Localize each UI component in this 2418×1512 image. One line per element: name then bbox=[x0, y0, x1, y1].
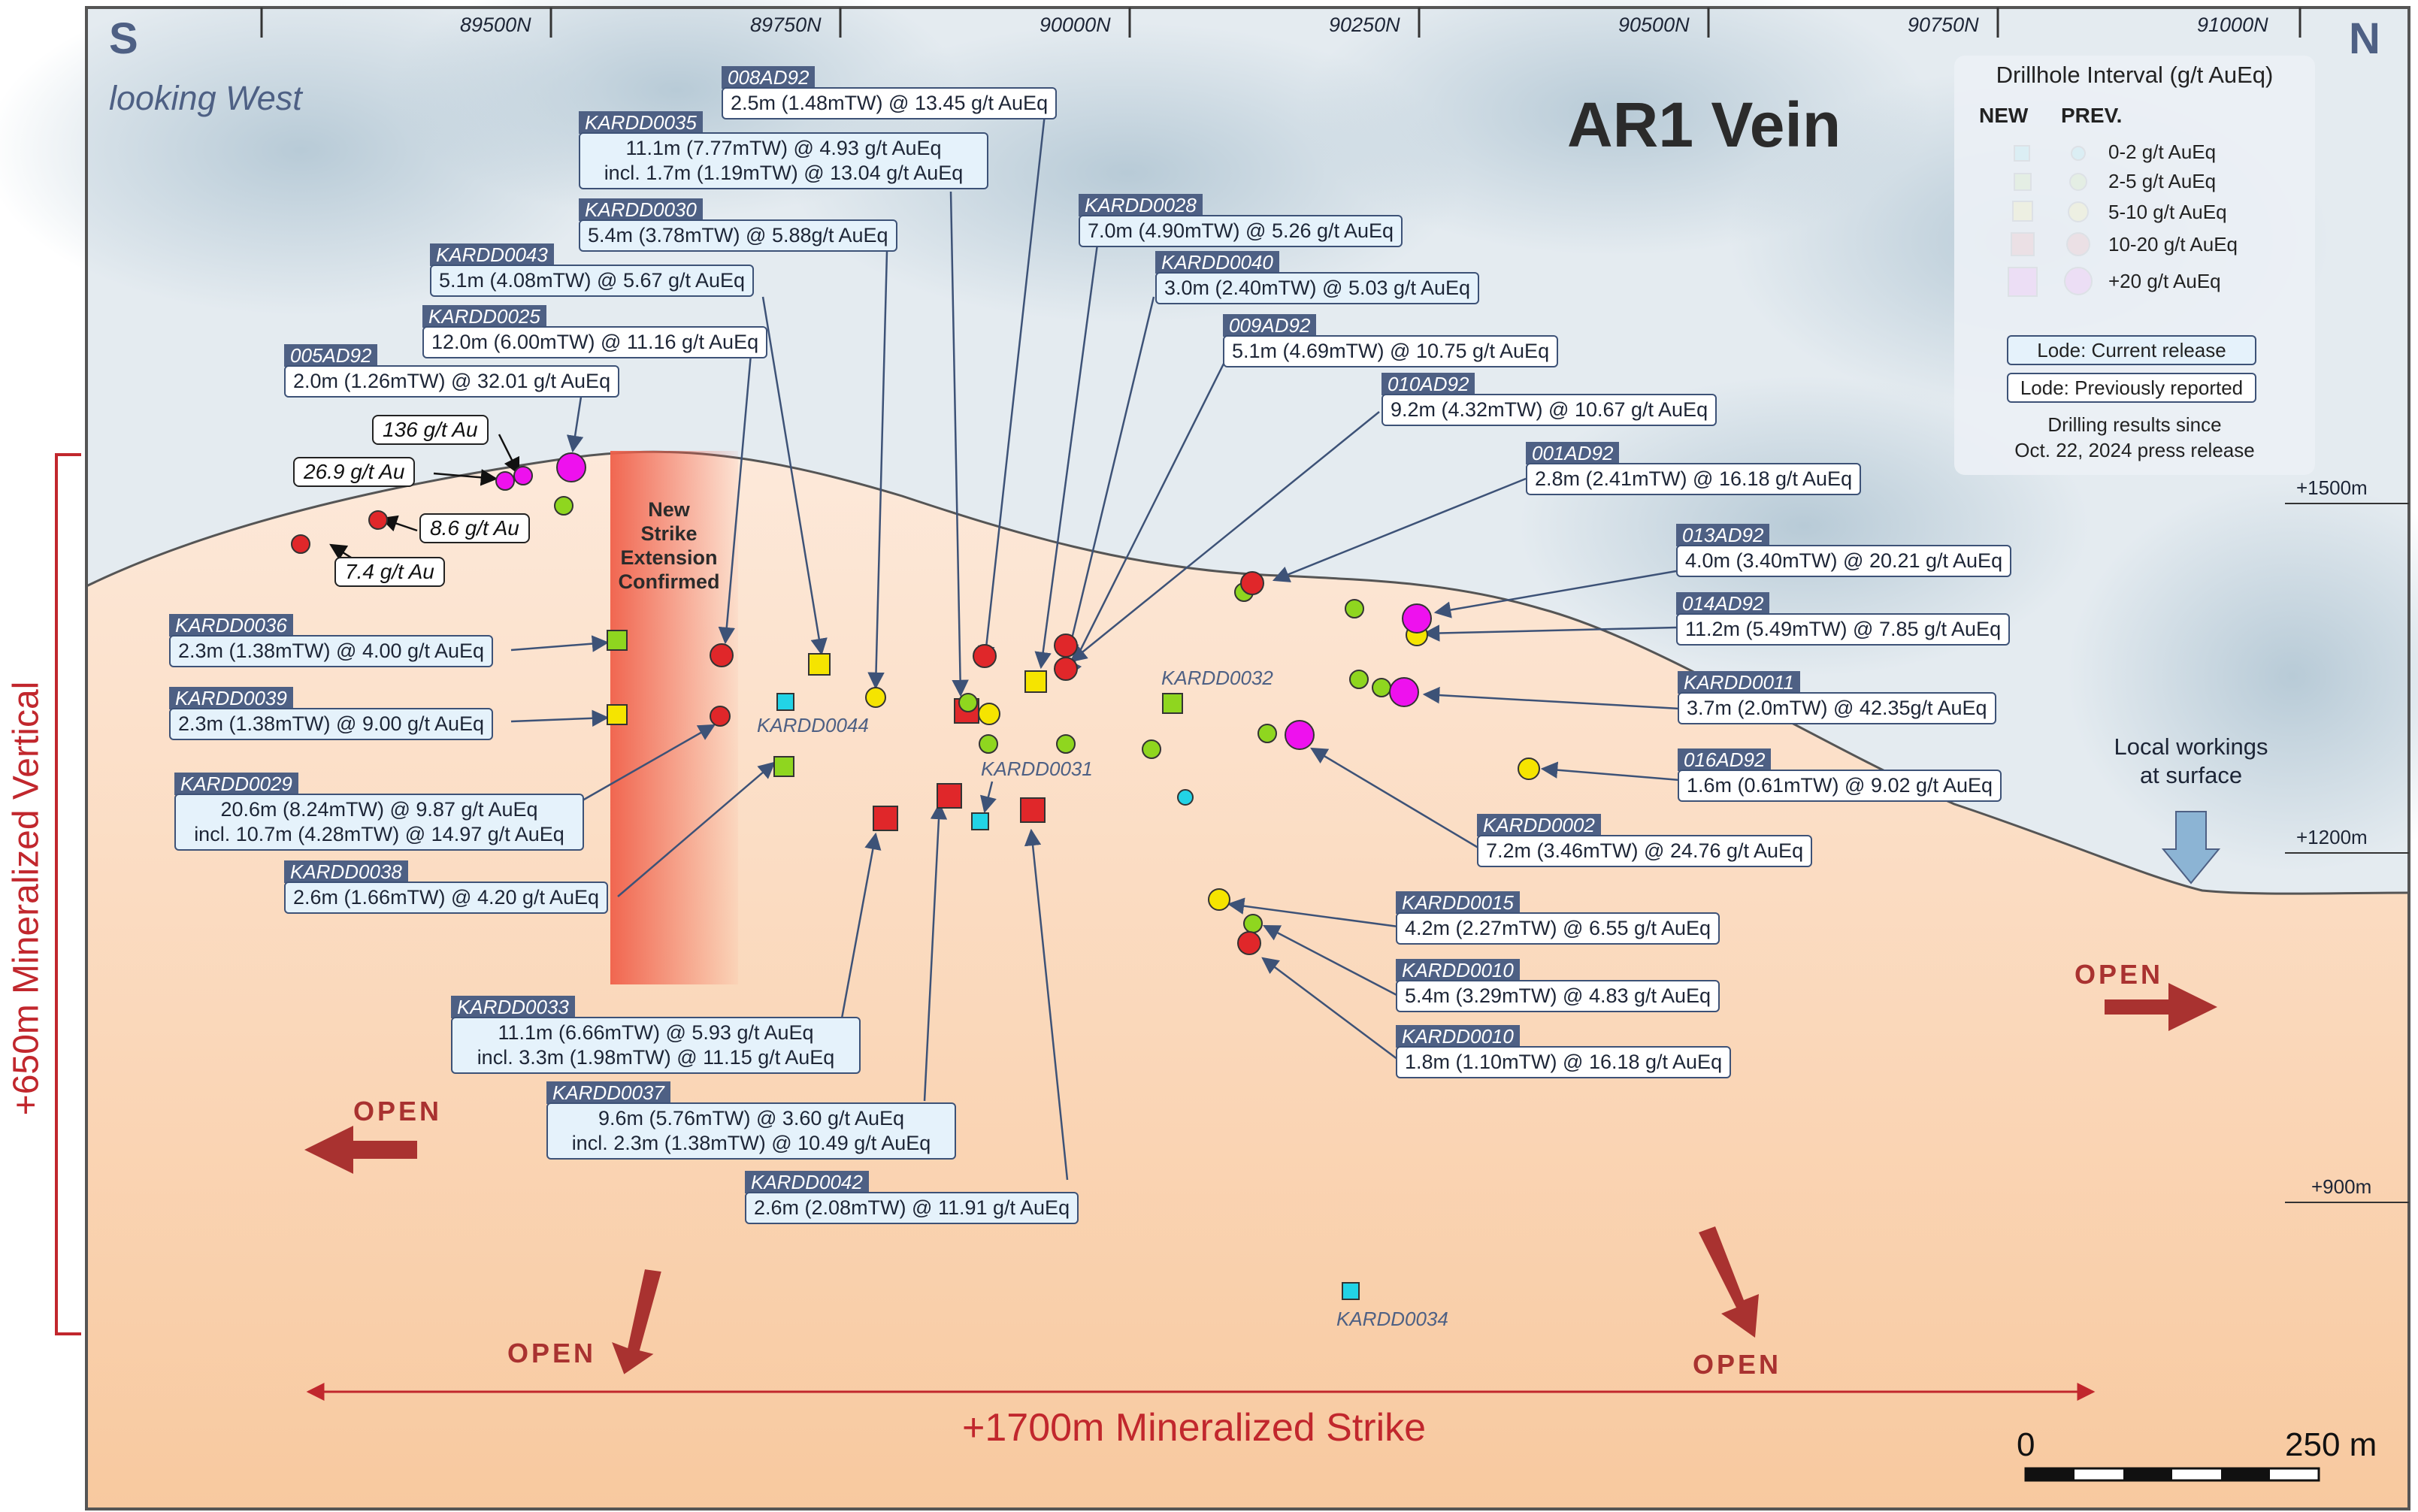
vertical-extent-bracket bbox=[55, 453, 81, 1335]
open-arrow-down-left bbox=[612, 1269, 661, 1374]
open-arrow-right bbox=[2105, 983, 2217, 1031]
open-arrow-down-right bbox=[1699, 1226, 1759, 1338]
topography-line bbox=[86, 450, 2410, 895]
scale-bar bbox=[2024, 1467, 2320, 1482]
drillhole-symbols bbox=[291, 452, 1540, 1300]
workings-arrow bbox=[2161, 811, 2221, 885]
open-arrow-left bbox=[304, 1126, 417, 1174]
